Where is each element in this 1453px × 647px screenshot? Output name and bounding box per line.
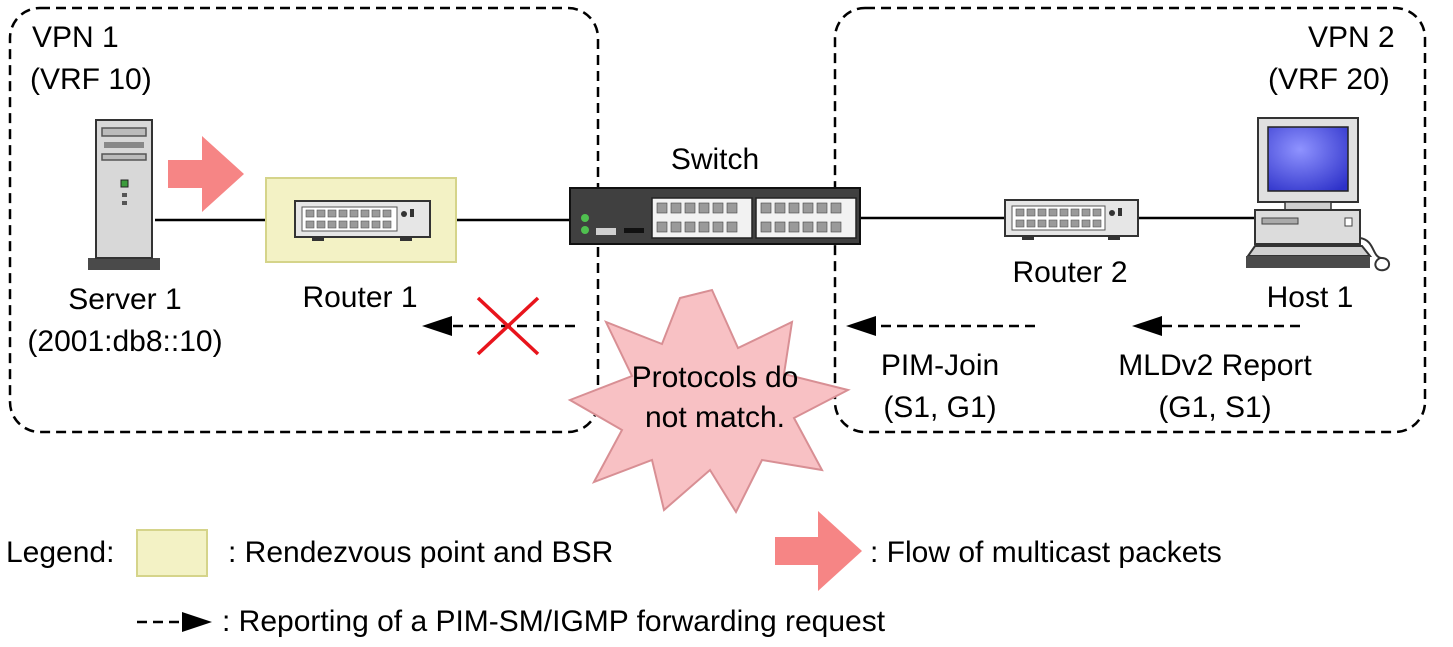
host-label: Host 1	[1266, 281, 1354, 314]
legend-flow-arrow-icon	[775, 511, 862, 591]
burst-text-line2: not match.	[644, 401, 786, 434]
server-address-label: (2001:db8::10)	[27, 325, 223, 358]
legend-title: Legend:	[6, 536, 115, 569]
server-icon	[88, 119, 160, 270]
vpn1-vrf-label: (VRF 10)	[30, 63, 152, 96]
legend-request-arrow-icon	[137, 612, 212, 632]
server-name-label: Server 1	[68, 283, 182, 316]
burst-text-line1: Protocols do	[631, 361, 799, 394]
router2-label: Router 2	[1012, 256, 1128, 289]
router1-label: Router 1	[302, 281, 418, 314]
request-arrow-switch	[846, 316, 1035, 336]
vpn2-vrf-label: (VRF 20)	[1268, 63, 1390, 96]
mld-report-params: (G1, S1)	[1158, 391, 1272, 424]
request-arrow-router1	[422, 316, 575, 336]
vpn1-label: VPN 1	[32, 21, 119, 54]
host-pc-icon	[1246, 117, 1390, 272]
legend-request-label: : Reporting of a PIM-SM/IGMP forwarding …	[222, 605, 886, 638]
legend-flow-label: : Flow of multicast packets	[870, 536, 1222, 569]
legend-rp-swatch	[136, 529, 208, 577]
request-arrow-router2	[1132, 316, 1300, 336]
mld-report-label: MLDv2 Report	[1118, 349, 1312, 382]
pim-join-label: PIM-Join	[880, 349, 1000, 382]
vpn2-label: VPN 2	[1308, 21, 1395, 54]
router1-icon	[294, 200, 431, 241]
switch-label: Switch	[670, 143, 760, 176]
legend-rp-label: : Rendezvous point and BSR	[228, 536, 614, 569]
pim-join-params: (S1, G1)	[883, 391, 997, 424]
switch-icon	[569, 187, 861, 245]
protocol-mismatch-burst	[567, 288, 851, 515]
multicast-flow-arrow-icon	[168, 136, 244, 212]
blocked-cross-icon	[476, 296, 540, 356]
router2-icon	[1004, 199, 1139, 240]
